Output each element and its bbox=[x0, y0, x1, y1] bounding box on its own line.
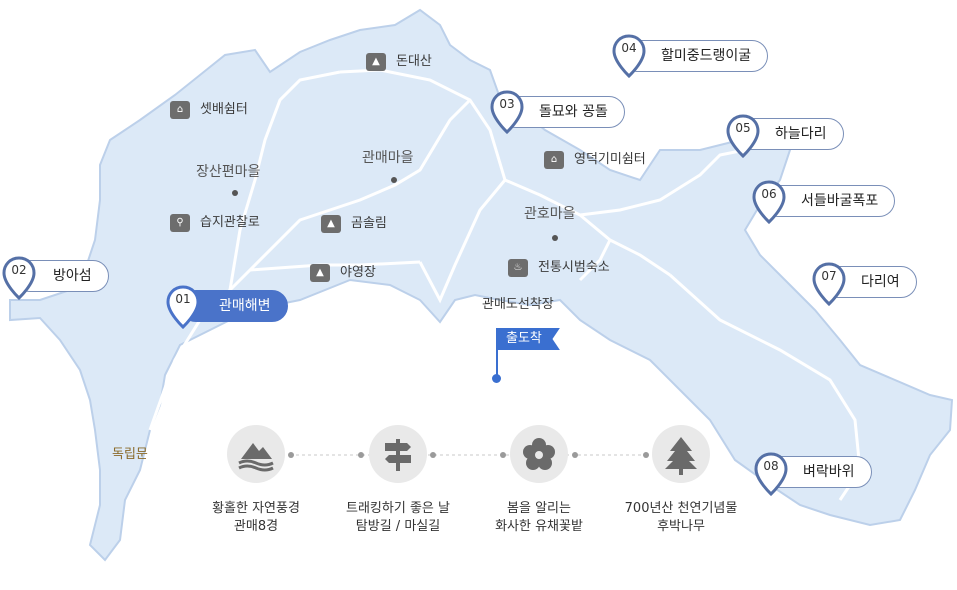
hanok-stay-label: 전통시범숙소 bbox=[538, 260, 610, 275]
rest-area-icon: ⌂ bbox=[544, 151, 564, 169]
gomsolim-label: 곰솔림 bbox=[351, 216, 387, 231]
spot-03-pin-number-wrap: 03 bbox=[490, 90, 524, 134]
spot-06-pin-number-wrap: 06 bbox=[752, 180, 786, 224]
spot-08-number: 08 bbox=[763, 459, 779, 473]
hot-spring-icon: ♨ bbox=[508, 259, 528, 277]
feature-4-line1: 700년산 천연기념물 bbox=[624, 501, 738, 516]
spot-04-pill[interactable]: 할미중드랭이굴 bbox=[622, 40, 769, 72]
spot-01-pin-number-wrap: 01 bbox=[166, 285, 200, 329]
spot-07-number: 07 bbox=[821, 269, 837, 283]
spot-05-pin-icon[interactable] bbox=[726, 114, 760, 158]
hiking-icon: ⚲ bbox=[170, 214, 190, 232]
village-gwanho-label: 관호마을 bbox=[524, 206, 576, 222]
spot-05-number: 05 bbox=[735, 121, 751, 135]
spot-08-label: 벼락바위 bbox=[803, 464, 855, 480]
spot-02-label: 방아섬 bbox=[53, 268, 92, 284]
spot-03-label: 돌묘와 꽁돌 bbox=[539, 104, 608, 120]
spot-04-pin-number-wrap: 04 bbox=[612, 34, 646, 78]
feature-4-line2: 후박나무 bbox=[657, 519, 705, 534]
spot-01-number: 01 bbox=[175, 292, 191, 306]
spot-08-pin-icon[interactable] bbox=[754, 452, 788, 496]
mountain-icon: ▲ bbox=[366, 53, 386, 71]
feature-4-text: 700년산 천연기념물 후박나무 bbox=[616, 500, 746, 536]
village-jangsan-label: 장산편마을 bbox=[196, 164, 261, 180]
spot-07-label: 다리여 bbox=[861, 274, 900, 290]
spot-05-label: 하늘다리 bbox=[775, 126, 827, 142]
feature-3-line1: 봄을 알리는 bbox=[507, 501, 571, 516]
spot-01-label: 관매해변 bbox=[219, 298, 271, 314]
flag-base-dot bbox=[492, 374, 501, 383]
spot-03-pin-icon[interactable] bbox=[490, 90, 524, 134]
feature-4-circle bbox=[652, 425, 710, 483]
spot-04-number: 04 bbox=[621, 41, 637, 55]
spot-02-number: 02 bbox=[11, 263, 27, 277]
feature-3-text: 봄을 알리는 화사한 유채꽃밭 bbox=[474, 500, 604, 536]
spot-07-pin-number-wrap: 07 bbox=[812, 262, 846, 306]
departure-flag: 출도착 bbox=[498, 328, 560, 350]
feature-1-line2: 관매8경 bbox=[233, 519, 279, 534]
village-gwanho-dot bbox=[552, 235, 558, 241]
spot-03-number: 03 bbox=[499, 97, 515, 111]
feature-1-line1: 황홀한 자연풍경 bbox=[212, 501, 300, 516]
spot-06-pin-icon[interactable] bbox=[752, 180, 786, 224]
spot-08-pin-number-wrap: 08 bbox=[754, 452, 788, 496]
spot-06-label: 서들바굴폭포 bbox=[801, 193, 879, 209]
tent-icon: ▲ bbox=[310, 264, 330, 282]
feature-2-text: 트래킹하기 좋은 날 탐방길 / 마실길 bbox=[333, 500, 463, 536]
feature-3-line2: 화사한 유채꽃밭 bbox=[495, 519, 583, 534]
feature-2-circle bbox=[369, 425, 427, 483]
rest-area-icon: ⌂ bbox=[170, 101, 190, 119]
flower-icon bbox=[523, 438, 555, 470]
signpost-icon bbox=[385, 439, 411, 471]
village-gwanmae-label: 관매마을 bbox=[362, 150, 414, 166]
port-label: 관매도선착장 bbox=[482, 297, 554, 312]
setbae-label: 셋배쉼터 bbox=[200, 102, 248, 117]
feature-1-text: 황홀한 자연풍경 관매8경 bbox=[191, 500, 321, 536]
yeongdeok-label: 영덕기미쉼터 bbox=[574, 152, 646, 167]
spot-05-pin-number-wrap: 05 bbox=[726, 114, 760, 158]
tree-icon bbox=[665, 437, 697, 475]
mountain-wave-icon bbox=[238, 443, 274, 472]
spot-07-pin-icon[interactable] bbox=[812, 262, 846, 306]
spot-01-pin-icon[interactable] bbox=[166, 285, 200, 329]
campsite-label: 야영장 bbox=[340, 265, 376, 280]
feature-2-line2: 탐방길 / 마실길 bbox=[355, 519, 441, 534]
wetland-label: 습지관찰로 bbox=[200, 215, 260, 230]
spot-06-number: 06 bbox=[761, 187, 777, 201]
spot-01-pill[interactable]: 관매해변 bbox=[180, 290, 288, 322]
trail-paths bbox=[148, 68, 862, 501]
feature-3-circle bbox=[510, 425, 568, 483]
forest-icon: ▲ bbox=[321, 215, 341, 233]
dondaesan-label: 돈대산 bbox=[396, 54, 432, 69]
spot-02-pin-number-wrap: 02 bbox=[2, 256, 36, 300]
village-gwanmae-dot bbox=[391, 177, 397, 183]
village-jangsan-dot bbox=[232, 190, 238, 196]
flag-pole bbox=[496, 328, 498, 378]
feature-2-line1: 트래킹하기 좋은 날 bbox=[346, 501, 450, 516]
gate-label: 독립문 bbox=[112, 447, 148, 462]
island-land bbox=[9, 8, 954, 562]
spot-02-pin-icon[interactable] bbox=[2, 256, 36, 300]
spot-04-pin-icon[interactable] bbox=[612, 34, 646, 78]
spot-04-label: 할미중드랭이굴 bbox=[661, 48, 752, 64]
feature-1-circle bbox=[227, 425, 285, 483]
